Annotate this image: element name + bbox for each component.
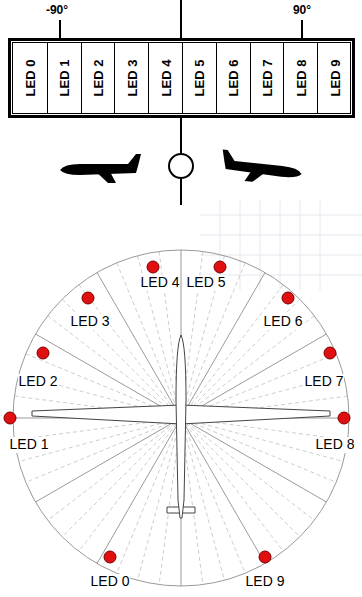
led-cell: LED 4 <box>148 43 182 113</box>
led-name: LED 3 <box>124 60 139 97</box>
led-label: LED 2 <box>18 374 59 389</box>
led-dot <box>147 261 159 273</box>
led-label: LED 7 <box>304 374 345 389</box>
led-label: LED 3 <box>70 314 111 329</box>
led-label: LED 5 <box>186 275 227 290</box>
center-line <box>180 0 182 39</box>
center-line <box>180 179 182 205</box>
led-cell: LED 0 <box>13 43 47 113</box>
led-dot <box>37 347 49 359</box>
led-label: LED 8 <box>315 437 356 452</box>
led-cell: LED 5 <box>182 43 216 113</box>
led-dot <box>338 412 350 424</box>
tick-line <box>301 20 303 39</box>
plane-icon <box>60 154 141 183</box>
led-label: LED 1 <box>9 437 50 452</box>
led-dots <box>4 261 350 563</box>
led-label: LED 4 <box>140 275 181 290</box>
led-cell: LED 3 <box>114 43 148 113</box>
led-bar-frame <box>10 40 354 117</box>
led-cell: LED 2 <box>81 43 115 113</box>
range-circle <box>13 250 349 586</box>
led-dot <box>4 412 16 424</box>
angle-label: 90° <box>292 4 312 17</box>
led-name: LED 7 <box>259 60 274 97</box>
led-dot <box>259 551 271 563</box>
led-name: LED 6 <box>226 60 241 97</box>
led-label: LED 0 <box>90 574 131 589</box>
led-cell: LED 6 <box>216 43 250 113</box>
tick-line <box>59 20 61 39</box>
led-bar-inner <box>13 43 351 114</box>
glider <box>32 335 330 518</box>
led-name: LED 9 <box>327 60 342 97</box>
plane-icon <box>220 150 304 187</box>
center-line <box>180 118 182 153</box>
led-cell: LED 7 <box>250 43 284 113</box>
angle-label: -90° <box>45 4 69 17</box>
led-name: LED 0 <box>22 60 37 97</box>
led-dot <box>82 292 94 304</box>
led-dot <box>214 261 226 273</box>
led-dot <box>324 347 336 359</box>
led-name: LED 4 <box>158 60 173 97</box>
led-name: LED 2 <box>90 60 105 97</box>
radial-lines <box>13 250 349 586</box>
led-name: LED 1 <box>57 60 72 97</box>
center-circle <box>169 154 193 178</box>
led-cell: LED 9 <box>317 43 351 113</box>
led-name: LED 5 <box>192 60 207 97</box>
led-name: LED 8 <box>293 60 308 97</box>
led-dot <box>282 292 294 304</box>
led-dot <box>104 551 116 563</box>
led-cell: LED 1 <box>47 43 81 113</box>
led-label: LED 6 <box>263 314 304 329</box>
led-label: LED 9 <box>245 574 286 589</box>
led-cell: LED 8 <box>283 43 317 113</box>
